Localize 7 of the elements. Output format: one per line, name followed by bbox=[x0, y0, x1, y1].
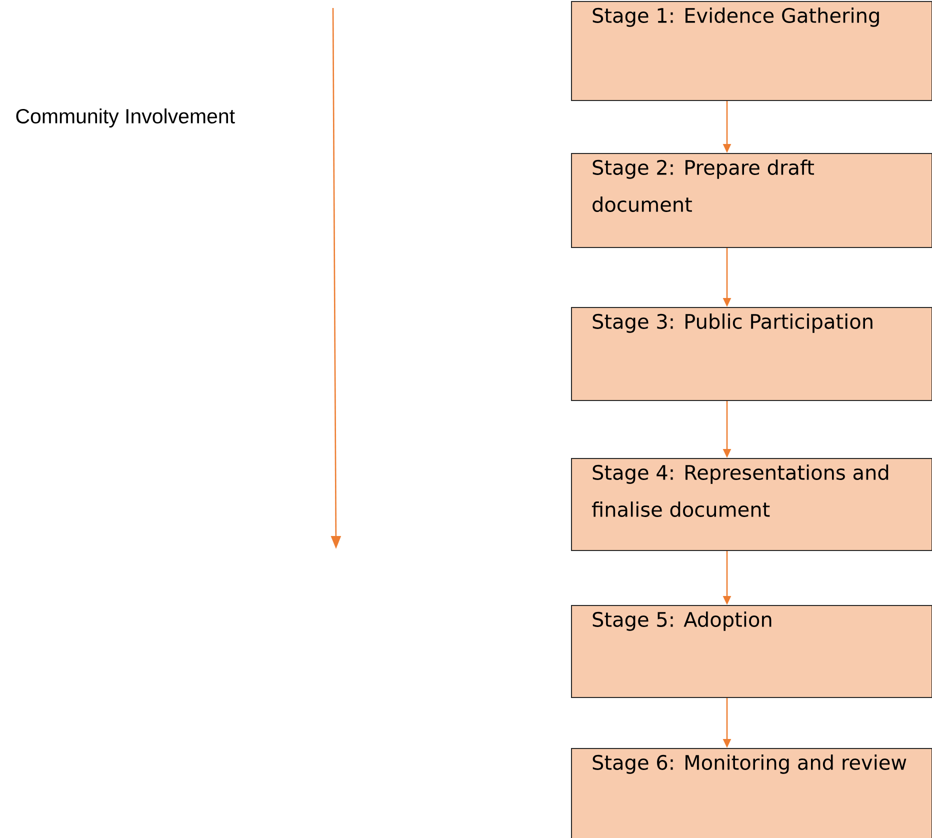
stage-box: Stage 3: Public Participation bbox=[571, 307, 932, 401]
stage-box: Stage 5: Adoption bbox=[571, 605, 932, 698]
stage-box: Stage 6: Monitoring and review bbox=[571, 748, 932, 838]
stage-box: Stage 4: Representations and finalise document bbox=[571, 458, 932, 551]
side-label: Community Involvement bbox=[16, 108, 235, 128]
stage-box: Stage 2: Prepare draft document bbox=[571, 153, 932, 248]
stage-box: Stage 1: Evidence Gathering bbox=[571, 1, 932, 101]
